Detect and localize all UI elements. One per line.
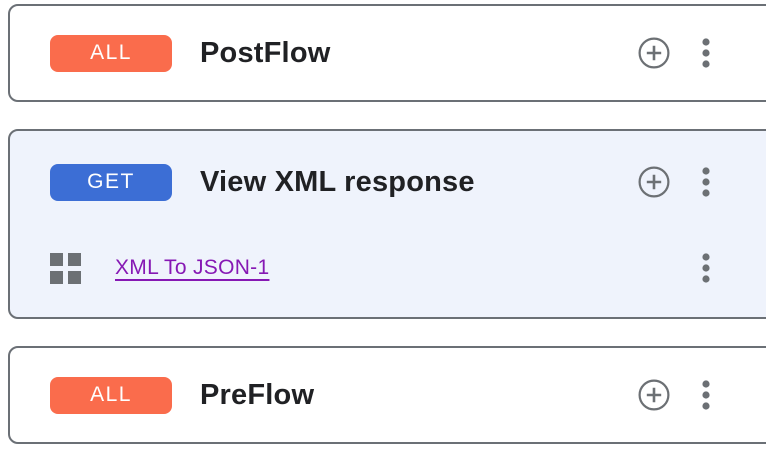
flow-header-row: GET View XML response xyxy=(10,131,766,233)
kebab-menu-icon xyxy=(702,167,710,197)
plus-circle-icon xyxy=(638,166,670,198)
policy-actions xyxy=(701,251,711,285)
flow-card-postflow[interactable]: ALL PostFlow xyxy=(8,4,766,102)
flow-actions xyxy=(637,378,711,412)
policy-row: XML To JSON-1 xyxy=(10,237,766,299)
policy-link[interactable]: XML To JSON-1 xyxy=(115,256,270,279)
kebab-menu-icon xyxy=(702,38,710,68)
flow-header-row: ALL PreFlow xyxy=(10,348,766,442)
policy-grid-icon xyxy=(50,252,81,284)
method-badge: ALL xyxy=(50,34,172,72)
add-policy-button[interactable] xyxy=(637,36,671,70)
more-options-button[interactable] xyxy=(701,378,711,412)
more-options-button[interactable] xyxy=(701,251,711,285)
flow-actions xyxy=(637,36,711,70)
add-policy-button[interactable] xyxy=(637,165,671,199)
flow-title: View XML response xyxy=(200,165,475,198)
plus-circle-icon xyxy=(638,379,670,411)
more-options-button[interactable] xyxy=(701,165,711,199)
method-badge: GET xyxy=(50,163,172,201)
flow-header-row: ALL PostFlow xyxy=(10,6,766,100)
method-badge: ALL xyxy=(50,376,172,414)
flow-actions xyxy=(637,165,711,199)
flow-card-view-xml-response[interactable]: GET View XML response xyxy=(8,129,766,319)
flow-card-preflow[interactable]: ALL PreFlow xyxy=(8,346,766,444)
more-options-button[interactable] xyxy=(701,36,711,70)
flow-title: PostFlow xyxy=(200,36,331,69)
flow-title: PreFlow xyxy=(200,378,315,411)
add-policy-button[interactable] xyxy=(637,378,671,412)
kebab-menu-icon xyxy=(702,253,710,283)
kebab-menu-icon xyxy=(702,380,710,410)
plus-circle-icon xyxy=(638,37,670,69)
